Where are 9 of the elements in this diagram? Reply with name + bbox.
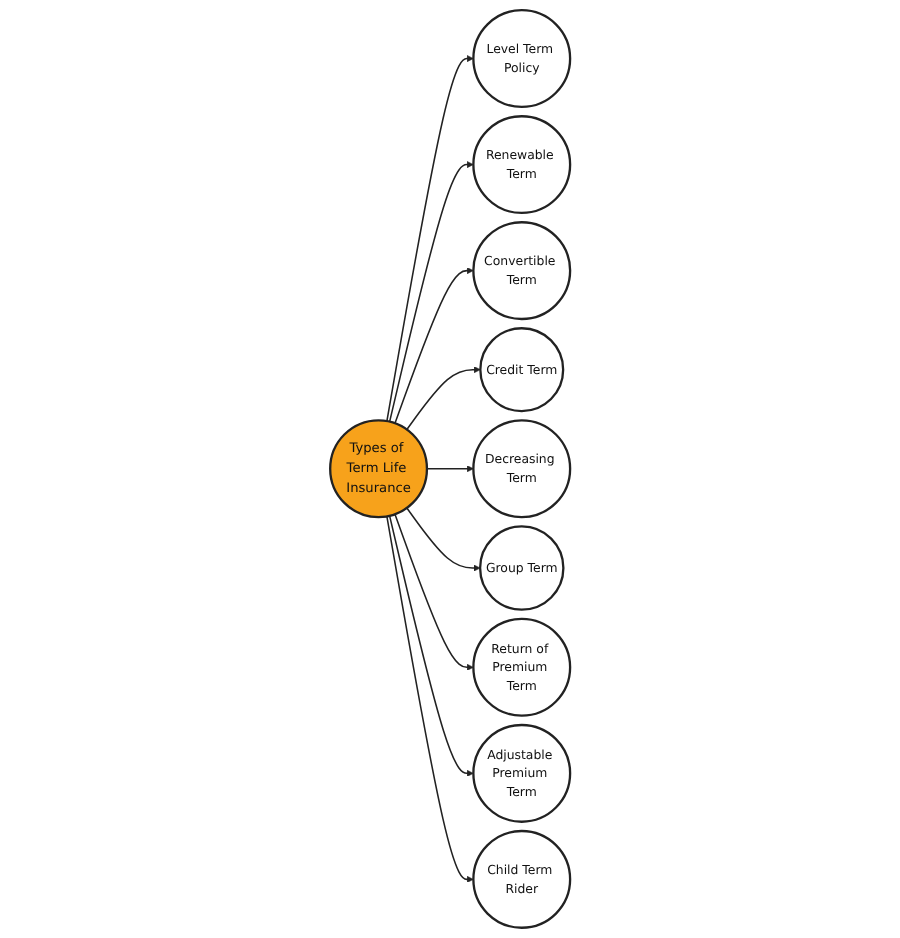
arrow — [405, 507, 481, 572]
arrow — [388, 515, 474, 777]
arrow — [394, 267, 474, 425]
arrow — [385, 515, 474, 883]
arrow — [426, 465, 474, 473]
arrow — [394, 513, 474, 671]
arrow — [385, 55, 474, 422]
arrow — [405, 366, 481, 431]
arrow — [388, 161, 474, 423]
